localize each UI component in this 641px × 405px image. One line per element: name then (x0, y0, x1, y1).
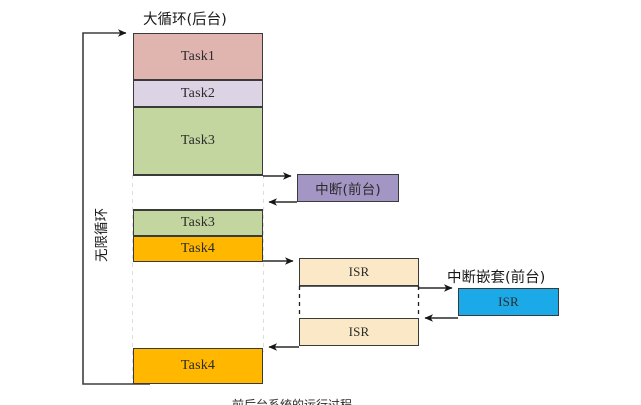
bottom-caption: 前后台系统的运行过程 (232, 398, 353, 405)
task4-label: Task4 (180, 241, 216, 256)
task3-block[interactable]: Task3 (133, 107, 263, 175)
idle-gap-2 (133, 262, 263, 348)
task3-resume-label: Task3 (180, 215, 216, 230)
isr-box-lower[interactable]: ISR (299, 318, 419, 346)
task4-resume-label: Task4 (180, 358, 216, 373)
isr-lower-label: ISR (348, 324, 370, 339)
isr-box-upper[interactable]: ISR (299, 258, 419, 286)
infinite-loop-label: 无限循环 (94, 208, 110, 262)
isr-upper-label: ISR (348, 264, 370, 279)
task1-label: Task1 (180, 48, 216, 64)
nested-isr-label: ISR (498, 294, 519, 309)
task3-resume-block[interactable]: Task3 (133, 210, 263, 236)
interrupt-foreground-box[interactable]: 中断(前台) (297, 174, 399, 202)
main-loop-title: 大循环(后台) (143, 12, 227, 28)
interrupt-foreground-label: 中断(前台) (315, 182, 381, 198)
task2-label: Task2 (180, 85, 216, 101)
nested-isr-box[interactable]: ISR (458, 288, 559, 316)
task3-label: Task3 (180, 133, 216, 148)
task4-resume-block[interactable]: Task4 (133, 348, 263, 384)
idle-gap-1 (133, 175, 263, 210)
task4-block[interactable]: Task4 (133, 236, 263, 262)
nested-interrupt-title: 中断嵌套(前台) (447, 270, 546, 286)
task2-block[interactable]: Task2 (133, 80, 263, 107)
task1-block[interactable]: Task1 (133, 33, 263, 80)
